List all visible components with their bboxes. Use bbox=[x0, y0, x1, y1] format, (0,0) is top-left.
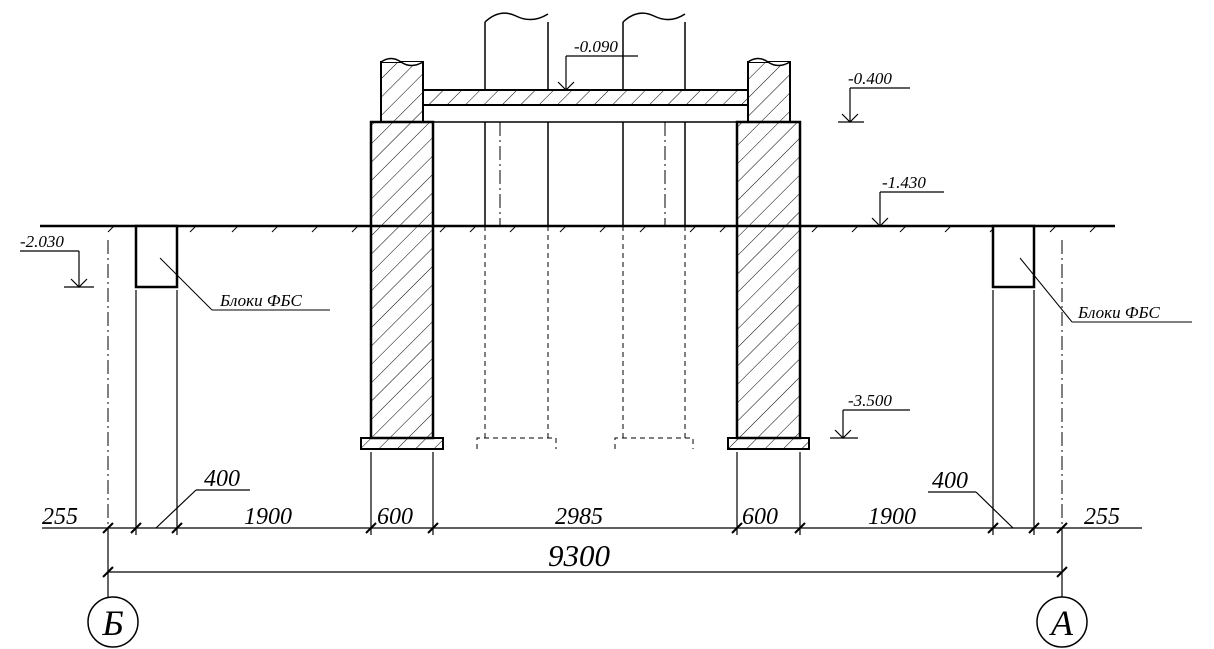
upper-wall-left bbox=[380, 57, 424, 123]
upper-wall-right bbox=[747, 57, 791, 123]
dim-400-right: 400 bbox=[932, 468, 968, 494]
level-floor-label: -0.400 bbox=[848, 69, 892, 88]
dim-255-right: 255 bbox=[1084, 504, 1120, 530]
dim-1900-left: 1900 bbox=[244, 504, 292, 530]
floor-slab bbox=[422, 89, 749, 123]
axis-label-right: А bbox=[1049, 603, 1074, 643]
dim-1900-right: 1900 bbox=[868, 504, 916, 530]
dim-255-left: 255 bbox=[42, 504, 78, 530]
dimension-chain bbox=[42, 290, 1142, 578]
fbs-note-left: Блоки ФБС bbox=[219, 291, 303, 310]
hidden-foundations bbox=[476, 226, 694, 449]
level-ground-label: -1.430 bbox=[882, 173, 926, 192]
axis-label-left: Б bbox=[101, 603, 123, 643]
fbs-block-right bbox=[991, 224, 1192, 323]
dim-600-left: 600 bbox=[377, 504, 413, 530]
interior-columns bbox=[484, 12, 686, 226]
level-mark-floor bbox=[838, 87, 910, 123]
level-mark-slab bbox=[557, 55, 638, 91]
dim-400-left: 400 bbox=[204, 466, 240, 492]
axis-marker-right bbox=[1036, 578, 1088, 648]
fbs-block-left bbox=[134, 224, 330, 311]
dim-total: 9300 bbox=[548, 538, 611, 573]
level-slab-label: -0.090 bbox=[574, 37, 618, 56]
level-mark-footing bbox=[830, 409, 910, 439]
fbs-note-right: Блоки ФБС bbox=[1077, 303, 1161, 322]
dim-2985: 2985 bbox=[555, 504, 603, 530]
ground-line bbox=[40, 224, 1115, 233]
dim-600-right: 600 bbox=[742, 504, 778, 530]
left-foundation-wall bbox=[360, 120, 444, 450]
level-fbs-label: -2.030 bbox=[20, 232, 64, 251]
right-foundation-wall bbox=[727, 120, 810, 450]
level-mark-ground bbox=[871, 191, 944, 227]
axis-marker-left bbox=[87, 578, 139, 648]
level-footing-label: -3.500 bbox=[848, 391, 892, 410]
axis-lines bbox=[107, 122, 1063, 578]
level-mark-fbs bbox=[20, 250, 94, 288]
